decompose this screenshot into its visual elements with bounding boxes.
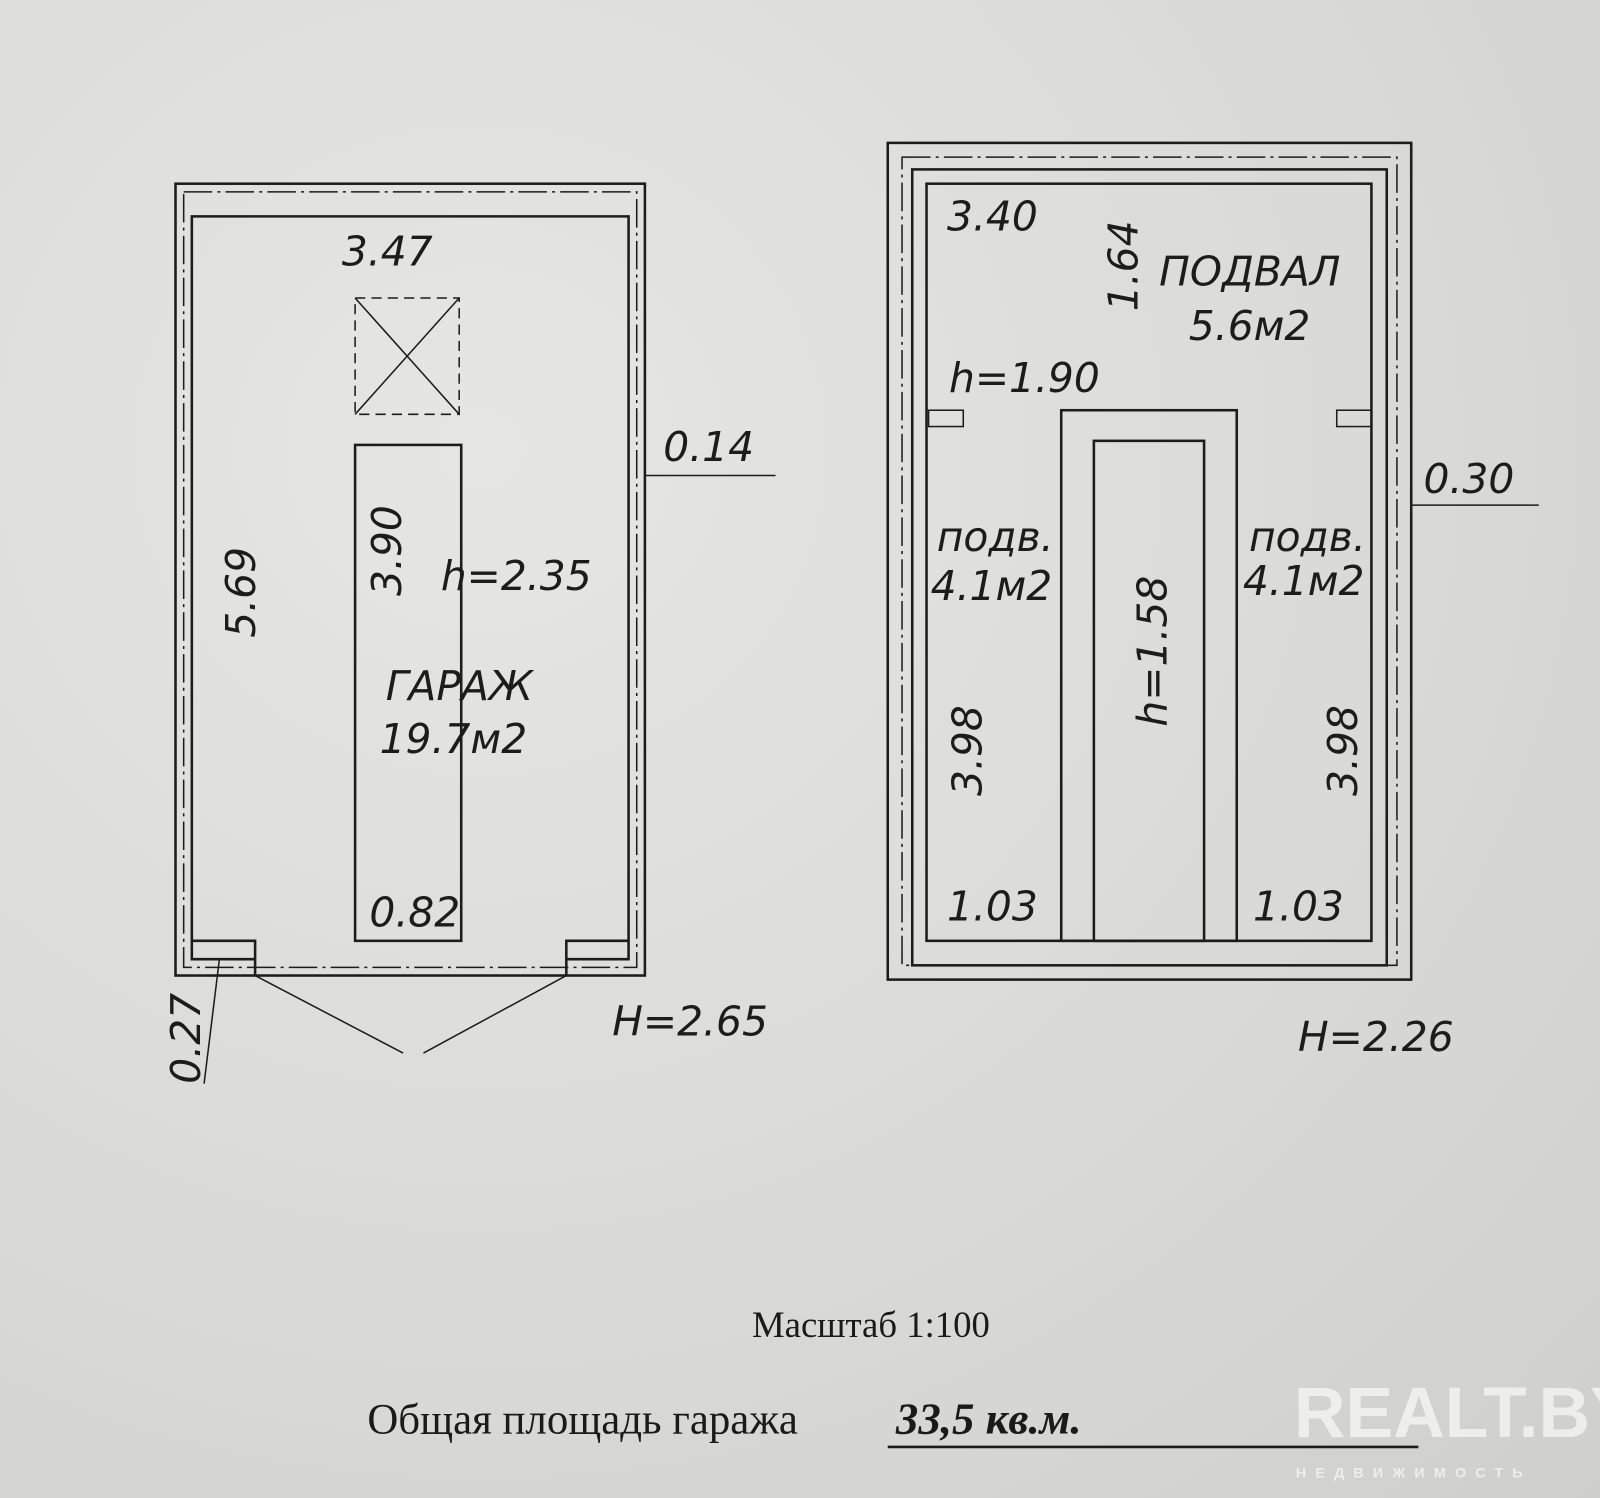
garage-inner-wall bbox=[190, 215, 630, 961]
basement-name: ПОДВАЛ bbox=[1159, 248, 1340, 296]
garage-length: 5.69 bbox=[217, 547, 265, 638]
garage-outer-wall bbox=[174, 182, 647, 977]
left-cellar-area: 4.1м2 bbox=[931, 562, 1053, 610]
basement-wall-inner-line bbox=[910, 168, 1389, 967]
garage-outer-height: H=2.65 bbox=[612, 998, 768, 1046]
watermark-logo: REALT.BY НЕДВИЖИМОСТЬ bbox=[1294, 1373, 1600, 1482]
right-cellar-length: 3.98 bbox=[1319, 705, 1367, 796]
right-cellar-label: подв. bbox=[1249, 513, 1366, 561]
total-area-value: 33,5 кв.м. bbox=[895, 1394, 1082, 1444]
garage-wall-thickness: 0.14 bbox=[663, 423, 754, 471]
left-cellar-length: 3.98 bbox=[944, 705, 992, 796]
leader-line bbox=[203, 959, 221, 1084]
basement-wall-thickness: 0.30 bbox=[1423, 455, 1514, 503]
skylight-icon bbox=[354, 297, 460, 416]
scale-label: Масштаб 1:100 bbox=[752, 1304, 990, 1345]
basement-plan: 3.40 1.64 ПОДВАЛ 5.6м2 h=1.90 0.30 подв.… bbox=[886, 141, 1539, 1061]
garage-height: h=2.35 bbox=[441, 552, 592, 600]
watermark-tagline: НЕДВИЖИМОСТЬ bbox=[1296, 1466, 1532, 1482]
right-cellar-width: 1.03 bbox=[1253, 882, 1344, 930]
inspection-pit bbox=[353, 443, 463, 943]
niche bbox=[1335, 409, 1373, 428]
left-cellar-width: 1.03 bbox=[947, 882, 1038, 930]
garage-pier-size: 0.27 bbox=[162, 993, 210, 1084]
basement-area: 5.6м2 bbox=[1189, 302, 1311, 350]
niche bbox=[927, 409, 965, 428]
basement-outer-wall bbox=[886, 141, 1413, 981]
basement-pit bbox=[1092, 439, 1206, 943]
garage-wall-axis bbox=[182, 191, 638, 969]
garage-door-piers bbox=[191, 939, 629, 976]
garage-door bbox=[254, 974, 567, 1054]
basement-depth: 1.64 bbox=[1100, 220, 1148, 311]
pit-width: 0.82 bbox=[369, 889, 460, 937]
left-cellar-label: подв. bbox=[937, 513, 1054, 561]
right-cellar-area: 4.1м2 bbox=[1243, 557, 1365, 605]
watermark-brand: REALT.BY bbox=[1294, 1373, 1600, 1453]
center-pit-height: h=1.58 bbox=[1128, 576, 1176, 727]
total-area-label: Общая площадь гаража bbox=[367, 1397, 798, 1444]
basement-height: h=1.90 bbox=[949, 354, 1100, 402]
basement-outer-height: H=2.26 bbox=[1298, 1013, 1454, 1061]
garage-plan: 3.47 5.69 0.14 0.27 3.90 h=2.35 ГАРАЖ 19… bbox=[162, 182, 776, 1084]
garage-area: 19.7м2 bbox=[380, 715, 528, 763]
garage-width: 3.47 bbox=[342, 227, 433, 275]
basement-width: 3.40 bbox=[947, 193, 1038, 241]
pit-length: 3.90 bbox=[363, 505, 411, 596]
garage-name: ГАРАЖ bbox=[386, 662, 535, 710]
